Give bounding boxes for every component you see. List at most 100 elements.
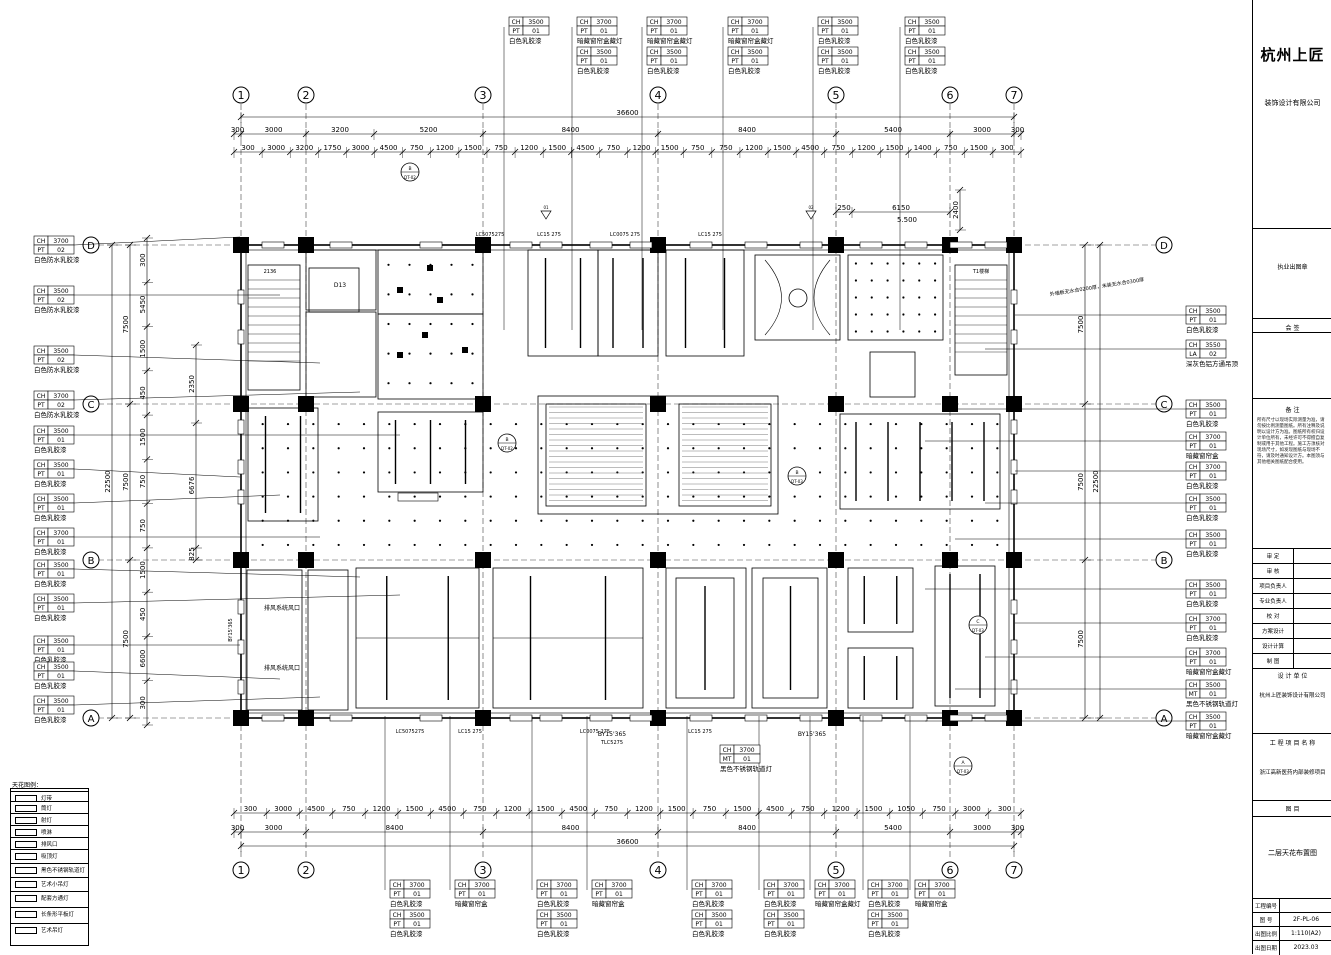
tag-label: 白色乳胶漆	[34, 513, 67, 522]
tag-value-cell	[777, 888, 805, 899]
dim-right-bays-label: 7500	[1077, 630, 1085, 648]
tag-label: 白色乳胶漆	[764, 899, 797, 908]
tag-value-cell	[590, 55, 618, 66]
tag-value-cell	[705, 918, 733, 929]
tag-label: 白色乳胶漆	[537, 899, 570, 908]
tag-value: 01	[600, 28, 608, 35]
dim-top-detail-label: 3200	[295, 144, 313, 152]
approval-row: 审 核	[1253, 563, 1331, 579]
downlight	[413, 543, 416, 547]
tag-value: 3500	[837, 19, 852, 26]
tag-value: 01	[478, 891, 486, 898]
tag-value: 01	[1209, 541, 1217, 548]
tag-value: 3500	[1205, 496, 1220, 503]
tag-value: 3700	[747, 19, 762, 26]
section-id: B	[408, 166, 411, 172]
downlight	[717, 447, 720, 450]
downlight	[854, 262, 858, 265]
tag-label: 白色乳胶漆	[34, 655, 67, 664]
downlight	[844, 495, 847, 498]
legend-label: 吸顶灯	[41, 854, 58, 860]
window	[904, 241, 928, 249]
downlight	[565, 495, 568, 498]
section-ref: DT-02	[501, 446, 513, 451]
structural-column	[650, 710, 666, 726]
tag-value: 3500	[1205, 714, 1220, 721]
exhaust-label-2: 排风系统风口	[264, 664, 300, 672]
legend-row: 长条形平板灯	[11, 907, 88, 924]
downlight	[886, 330, 889, 333]
meeting-art	[754, 254, 841, 341]
tag-key: PT	[580, 58, 588, 65]
tag-key: PT	[580, 28, 588, 35]
tag-label: 白色乳胶漆	[390, 929, 423, 938]
window	[237, 459, 245, 475]
tag-key: PT	[1189, 411, 1197, 418]
window	[237, 489, 245, 505]
tag-label: 白色乳胶漆	[1186, 325, 1219, 334]
tag-key: CH	[821, 49, 830, 56]
tag-label: 白色防水乳胶漆	[34, 255, 80, 264]
downlight	[489, 471, 492, 474]
downlight	[844, 471, 847, 474]
lc-label: LC15 275	[537, 232, 561, 238]
downlight	[514, 543, 518, 547]
downlight	[869, 471, 872, 474]
downlight	[387, 382, 390, 385]
structural-column	[650, 237, 666, 253]
company-subtitle: 装饰设计有限公司	[1264, 99, 1321, 107]
tag-value: 02	[57, 247, 65, 254]
tag-value-cell	[1199, 502, 1227, 513]
dim-left-bays-label: 7500	[122, 630, 130, 648]
tag-key: CH	[393, 912, 402, 919]
grid-bubble-label: 3	[480, 89, 487, 102]
tag-value: 3700	[53, 393, 68, 400]
grid-bubble-label: 5	[833, 89, 840, 102]
stair-left-label: 2136	[264, 269, 277, 275]
leader-line	[73, 236, 241, 246]
leader-line	[73, 670, 281, 680]
downlight	[388, 447, 391, 450]
tag-key: PT	[458, 891, 466, 898]
dim-bottom-detail-label: 4500	[766, 805, 784, 813]
downlight	[844, 422, 847, 426]
by-label: BY15'365	[598, 731, 626, 738]
tag-value: 01	[57, 471, 65, 478]
stair-left	[247, 264, 301, 391]
downlight	[717, 519, 720, 522]
tag-key: PT	[650, 28, 658, 35]
dim-left-detail-label: 1500	[139, 340, 147, 358]
downlight	[854, 330, 858, 333]
tag-label: 暗藏窗帘盒	[1186, 451, 1219, 460]
grid-bubble-label: 5	[833, 864, 840, 877]
tag-value-cell	[47, 644, 75, 655]
tag-label: 白色乳胶漆	[577, 66, 610, 75]
tag-key: CH	[37, 596, 46, 603]
tag-value-cell	[881, 918, 909, 929]
downlight	[920, 471, 923, 474]
legend-symbol-icon	[15, 853, 37, 860]
grid-bubble-label: A	[1161, 714, 1168, 725]
tag-key: PT	[908, 58, 916, 65]
dim-bottom-detail-label: 300	[998, 805, 1011, 813]
structural-column	[828, 396, 844, 412]
tag-label: 暗藏窗帘盒藏灯	[647, 36, 693, 45]
tag-label: 白色乳胶漆	[1186, 419, 1219, 428]
tag-value-cell	[918, 55, 946, 66]
downlight	[540, 543, 543, 547]
downlight	[996, 495, 999, 498]
grid-bubble-label: 6	[947, 864, 954, 877]
downlight	[312, 447, 315, 450]
tag-key: MT	[723, 756, 732, 763]
downlight	[793, 447, 796, 450]
section-id: B	[505, 437, 508, 443]
downlight	[886, 313, 889, 316]
